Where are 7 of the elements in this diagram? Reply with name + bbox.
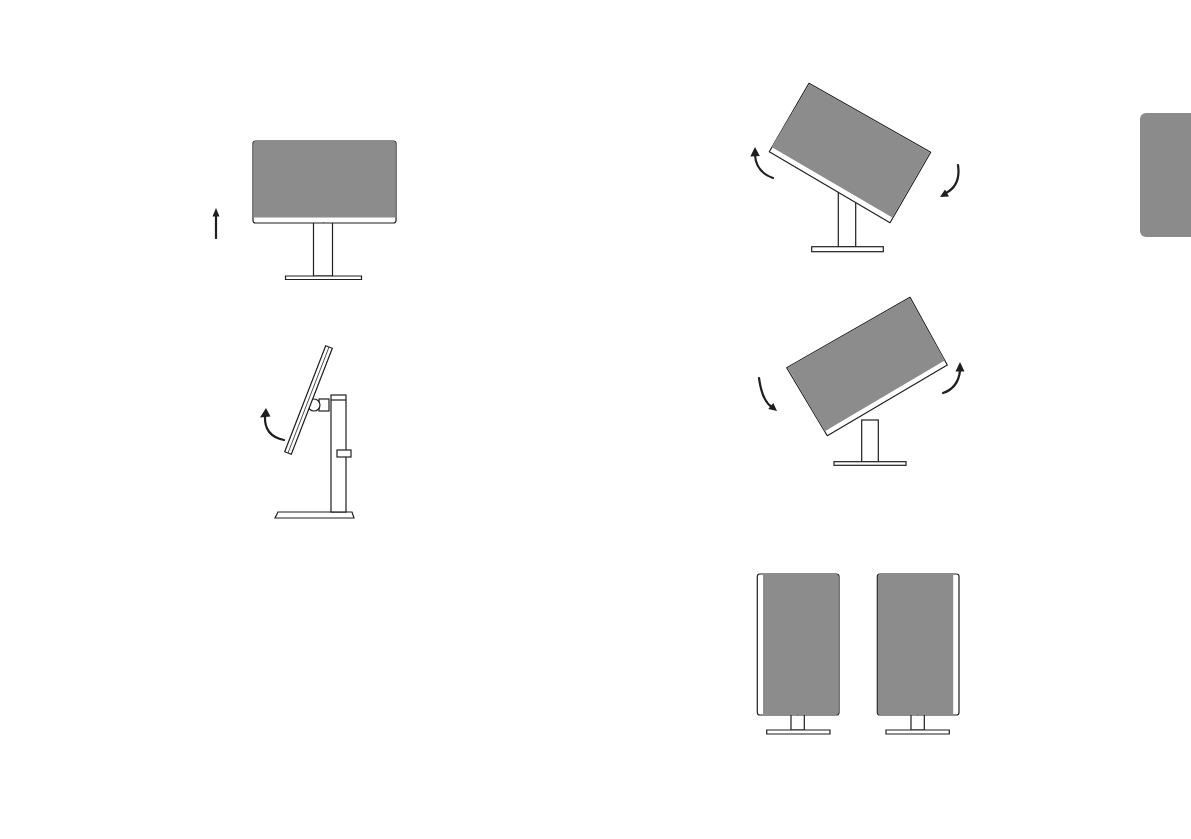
rotated-monitor-illustration bbox=[767, 81, 933, 253]
portrait-monitor-illustration bbox=[876, 573, 961, 736]
page-tab bbox=[1140, 113, 1191, 237]
portrait-monitor-illustration bbox=[756, 573, 841, 736]
monitor-side-illustration bbox=[273, 343, 355, 520]
rotated-monitor-illustration bbox=[784, 295, 949, 467]
monitor-front-illustration bbox=[252, 140, 399, 281]
